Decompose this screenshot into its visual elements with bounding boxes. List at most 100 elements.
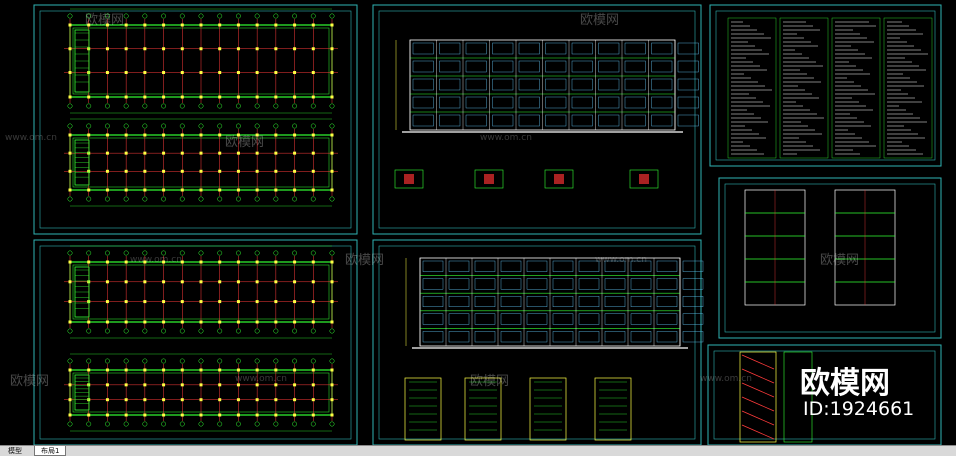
column: [143, 23, 147, 27]
window: [624, 96, 646, 109]
window: [518, 78, 540, 91]
column: [293, 95, 297, 99]
window: [465, 96, 487, 109]
window: [656, 331, 678, 343]
axis-bubble: [86, 250, 92, 256]
axis-bubble: [104, 250, 110, 256]
window: [545, 60, 567, 73]
tab-layout1[interactable]: 布局1: [34, 446, 67, 456]
tab-model[interactable]: 模型: [8, 447, 22, 455]
axis-bubble: [179, 103, 185, 109]
window: [439, 78, 461, 91]
column: [330, 71, 334, 75]
window: [682, 313, 704, 325]
notes-column: [779, 17, 829, 159]
drawing-sheet-frame: [707, 344, 942, 445]
column: [68, 23, 72, 27]
axis-bubble: [179, 196, 185, 202]
column: [124, 23, 128, 27]
stair-section: [464, 377, 502, 441]
column: [105, 133, 109, 137]
column: [236, 47, 240, 51]
column: [236, 188, 240, 192]
notes-column: [727, 17, 777, 159]
window: [578, 260, 600, 272]
axis-bubble: [67, 196, 73, 202]
column: [293, 169, 297, 173]
axis-bubble: [329, 13, 335, 19]
column: [236, 368, 240, 372]
column: [143, 188, 147, 192]
drawing-sheet-frame: [33, 239, 358, 445]
drawing-sheet-frame: [33, 4, 358, 235]
window: [526, 313, 548, 325]
column: [68, 260, 72, 264]
window: [656, 296, 678, 308]
axis-bubble: [198, 123, 204, 129]
window: [500, 331, 522, 343]
axis-bubble: [104, 328, 110, 334]
column: [124, 368, 128, 372]
window: [682, 296, 704, 308]
axis-bubble: [292, 358, 298, 364]
axis-bubble: [86, 196, 92, 202]
window: [526, 331, 548, 343]
axis-bubble: [86, 123, 92, 129]
column: [255, 169, 259, 173]
column: [180, 398, 184, 402]
axis-bubble: [161, 13, 167, 19]
axis-bubble: [273, 196, 279, 202]
window: [604, 278, 626, 290]
column: [255, 188, 259, 192]
axis-bubble: [179, 250, 185, 256]
column: [255, 383, 259, 387]
axis-bubble: [161, 328, 167, 334]
axis-bubble: [161, 103, 167, 109]
column: [255, 280, 259, 284]
column: [274, 151, 278, 155]
window: [474, 278, 496, 290]
window: [500, 260, 522, 272]
axis-bubble: [292, 13, 298, 19]
axis-bubble: [161, 196, 167, 202]
axis-bubble: [254, 196, 260, 202]
window: [500, 313, 522, 325]
notes-column: [883, 17, 933, 159]
window: [518, 42, 540, 55]
column: [274, 398, 278, 402]
axis-bubble: [310, 358, 316, 364]
watermark-brand: 欧模网: [10, 374, 50, 389]
column: [199, 368, 203, 372]
column: [330, 368, 334, 372]
cad-drawing-canvas[interactable]: 欧模网 欧模网 欧模网 欧模网 欧模网 欧模网 欧模网 www.om.cn ww…: [0, 0, 956, 445]
column: [255, 320, 259, 324]
axis-bubble: [235, 123, 241, 129]
column: [218, 320, 222, 324]
column: [199, 260, 203, 264]
window: [465, 42, 487, 55]
axis-bubble: [179, 13, 185, 19]
column: [311, 151, 315, 155]
window: [474, 296, 496, 308]
axis-bubble: [329, 358, 335, 364]
axis-bubble: [217, 358, 223, 364]
axis-bubble: [198, 196, 204, 202]
column: [68, 413, 72, 417]
drawing-sheet-border: [713, 350, 936, 440]
column: [180, 260, 184, 264]
column: [199, 133, 203, 137]
column: [143, 260, 147, 264]
window: [571, 96, 593, 109]
column: [293, 383, 297, 387]
column: [293, 398, 297, 402]
column: [236, 320, 240, 324]
axis-bubble: [198, 13, 204, 19]
column: [180, 47, 184, 51]
watermark-id: ID:1924661: [803, 398, 915, 420]
axis-bubble: [142, 196, 148, 202]
window: [518, 60, 540, 73]
window: [624, 78, 646, 91]
column: [162, 368, 166, 372]
axis-bubble: [254, 421, 260, 427]
column: [274, 383, 278, 387]
